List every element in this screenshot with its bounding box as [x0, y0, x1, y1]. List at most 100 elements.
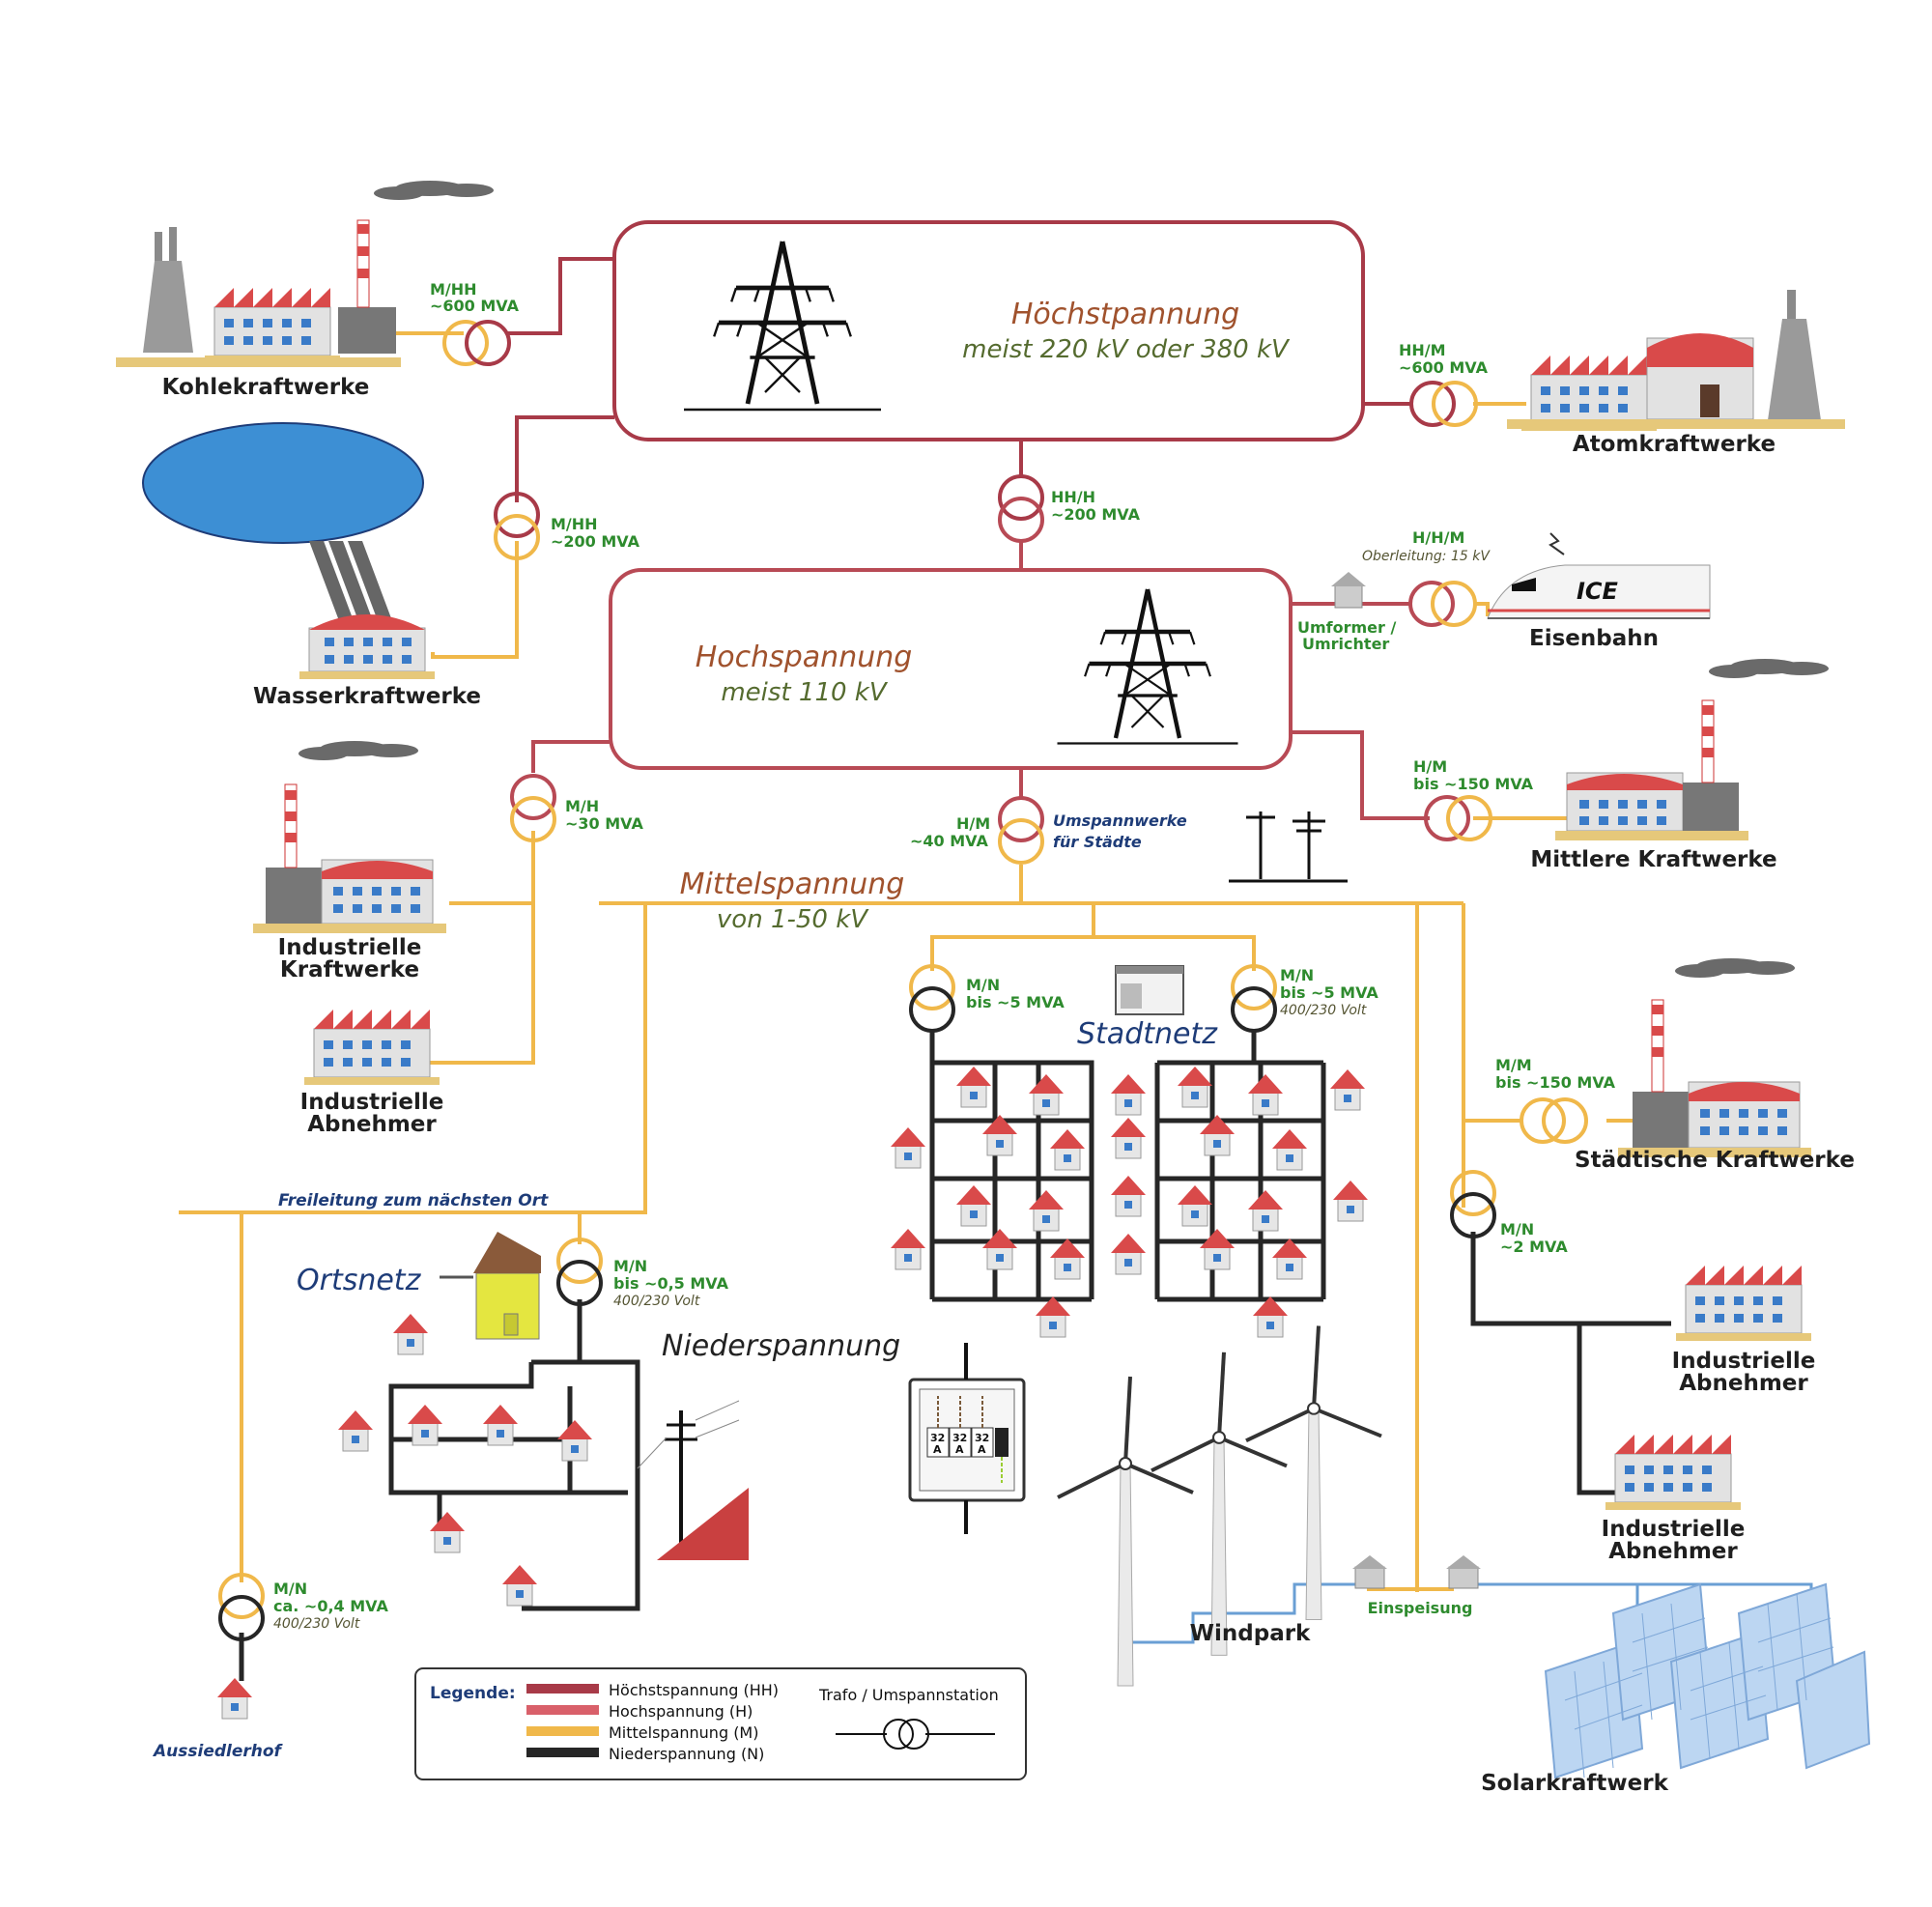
mittel-title: Mittelspannung	[680, 868, 905, 901]
mittlere-kraftwerke-icon	[1555, 659, 1829, 840]
solarkraftwerk-icon	[1544, 1582, 1871, 1779]
trafo-atom-l1: HH/M	[1399, 341, 1446, 359]
fuse-2-label: 32	[952, 1432, 967, 1444]
trafo-aussiedler	[218, 1573, 265, 1641]
legend-title: Legende:	[430, 1684, 516, 1703]
trafo-ind-kw-l2: ~30 MVA	[565, 814, 643, 833]
aussiedlerhof-icon	[216, 1677, 253, 1720]
trafo-ind-ab-l1: M/N	[1500, 1220, 1534, 1238]
trafo-stadt-left-l1: M/N	[966, 976, 1000, 994]
hoechstspannung-pylon-icon	[684, 242, 881, 410]
legend-item-n: Niederspannung (N)	[609, 1745, 764, 1763]
legend-trafo-title: Trafo / Umspannstation	[818, 1686, 999, 1704]
trafo-ort-l3: 400/230 Volt	[613, 1294, 700, 1309]
trafo-wasser	[494, 492, 540, 560]
trafo-kohle-l2: ~600 MVA	[430, 297, 520, 315]
aussiedlerhof-label: Aussiedlerhof	[152, 1742, 284, 1761]
ice-label: ICE	[1577, 578, 1619, 605]
stadtnetz-label: Stadtnetz	[1077, 1017, 1218, 1051]
ortsnetz-label: Ortsnetz	[297, 1264, 422, 1297]
staedtische-kraftwerke-icon	[1618, 958, 1811, 1157]
mittelspannung-poles-icon	[1229, 811, 1348, 883]
trafo-staedtische-l1: M/M	[1495, 1056, 1532, 1074]
trafo-atom	[1409, 381, 1478, 427]
trafo-stadt-left-l2: bis ~5 MVA	[966, 993, 1065, 1011]
trafo-kohle	[442, 320, 511, 366]
trafo-ort-l2: bis ~0,5 MVA	[613, 1274, 729, 1293]
freileitung-label: Freileitung zum nächsten Ort	[278, 1191, 549, 1210]
legend: Legende: Höchstspannung (HH) Hochspannun…	[414, 1667, 1027, 1780]
umformer-l2: Umrichter	[1302, 635, 1389, 653]
legend-swatch-hh	[526, 1684, 599, 1694]
industrielle-abnehmer-right1-icon	[1675, 1265, 1812, 1342]
kohlekraftwerk-icon	[116, 181, 494, 367]
ind-ab-left-1: Industrielle	[300, 1090, 444, 1115]
industrielle-kraftwerke-icon	[253, 741, 446, 933]
ind-ab-right2-1: Industrielle	[1602, 1517, 1746, 1542]
legend-trafo-symbol-icon	[836, 1719, 995, 1750]
staedtische-label: Städtische Kraftwerke	[1575, 1148, 1855, 1173]
trafo-bahn	[1408, 581, 1477, 627]
trafo-stadt-uw-l1: H/M	[956, 814, 990, 833]
legend-swatch-m	[526, 1726, 599, 1736]
nieder-title: Niederspannung	[662, 1329, 900, 1363]
industrielle-abnehmer-left-icon	[303, 1009, 440, 1086]
ortsnetz-houses	[337, 1313, 593, 1607]
trafo-mittlere	[1424, 795, 1492, 841]
trafo-stadt-left	[909, 964, 955, 1033]
trafo-mittlere-l1: H/M	[1413, 757, 1447, 776]
ind-ab-right1-1: Industrielle	[1672, 1349, 1816, 1374]
trafo-bahn-l2: Oberleitung: 15 kV	[1362, 549, 1491, 564]
umspannwerke-l2: für Städte	[1053, 833, 1142, 851]
trafo-ind-kw	[510, 774, 556, 842]
ind-ab-left-2: Abnehmer	[307, 1112, 437, 1137]
eisenbahn-label: Eisenbahn	[1529, 626, 1659, 651]
solar-label: Solarkraftwerk	[1481, 1771, 1668, 1796]
ind-kw-label-1: Industrielle	[278, 935, 422, 960]
legend-swatch-h	[526, 1705, 599, 1715]
trafo-wasser-l1: M/HH	[551, 515, 598, 533]
industrielle-abnehmer-right2-icon	[1605, 1434, 1742, 1511]
wasser-label: Wasserkraftwerke	[253, 684, 481, 709]
legend-item-m: Mittelspannung (M)	[609, 1723, 758, 1742]
hochspannung-box	[609, 568, 1293, 770]
trafo-ind-ab-l2: ~2 MVA	[1500, 1238, 1568, 1256]
umspannwerke-l1: Umspannwerke	[1053, 811, 1187, 830]
trafo-stadt-uw-l2: ~40 MVA	[910, 832, 988, 850]
hoechstspannung-box	[612, 220, 1365, 441]
trafo-stadt-uw	[998, 796, 1044, 865]
stadtnetz-station-icon	[1115, 965, 1184, 1015]
trafo-ind-kw-l1: M/H	[565, 797, 599, 815]
trafo-bahn-l1: H/H/M	[1412, 528, 1464, 547]
trafo-stadt-right	[1231, 964, 1277, 1033]
hoechst-title: Höchstpannung	[1011, 298, 1239, 331]
wasserkraftwerk-icon	[142, 422, 435, 679]
eisenbahn-icon	[1331, 532, 1711, 619]
mittlere-label: Mittlere Kraftwerke	[1530, 847, 1776, 872]
mittel-sub: von 1-50 kV	[717, 905, 869, 934]
trafo-kohle-l1: M/HH	[430, 280, 477, 299]
ind-ab-right2-2: Abnehmer	[1608, 1539, 1738, 1564]
kohle-label: Kohlekraftwerke	[162, 375, 370, 400]
trafo-aussiedler-l1: M/N	[273, 1580, 307, 1598]
umformer-l1: Umformer /	[1297, 618, 1396, 637]
trafo-ort	[556, 1238, 603, 1306]
trafo-hh-h-l2: ~200 MVA	[1051, 505, 1141, 524]
hoechst-sub: meist 220 kV oder 380 kV	[962, 335, 1291, 364]
fuse-3-label: 32	[975, 1432, 989, 1444]
windpark-label: Windpark	[1190, 1621, 1311, 1646]
hochspannung-pylon-icon	[1058, 589, 1238, 744]
legend-swatch-n	[526, 1748, 599, 1757]
legend-item-h: Hochspannung (H)	[609, 1702, 753, 1721]
ortsnetz-grid	[388, 1299, 640, 1611]
fuse-1-unit: A	[933, 1443, 942, 1456]
hoch-title: Hochspannung	[696, 640, 913, 674]
sicherungskasten-icon	[908, 1343, 1026, 1534]
hoch-sub: meist 110 kV	[721, 678, 888, 707]
ind-ab-right1-2: Abnehmer	[1679, 1371, 1808, 1396]
fuse-1-label: 32	[930, 1432, 945, 1444]
trafo-stadt-right-l3: 400/230 Volt	[1280, 1003, 1367, 1018]
atomkraftwerk-icon	[1507, 290, 1845, 432]
trafo-stadt-right-l2: bis ~5 MVA	[1280, 983, 1378, 1002]
